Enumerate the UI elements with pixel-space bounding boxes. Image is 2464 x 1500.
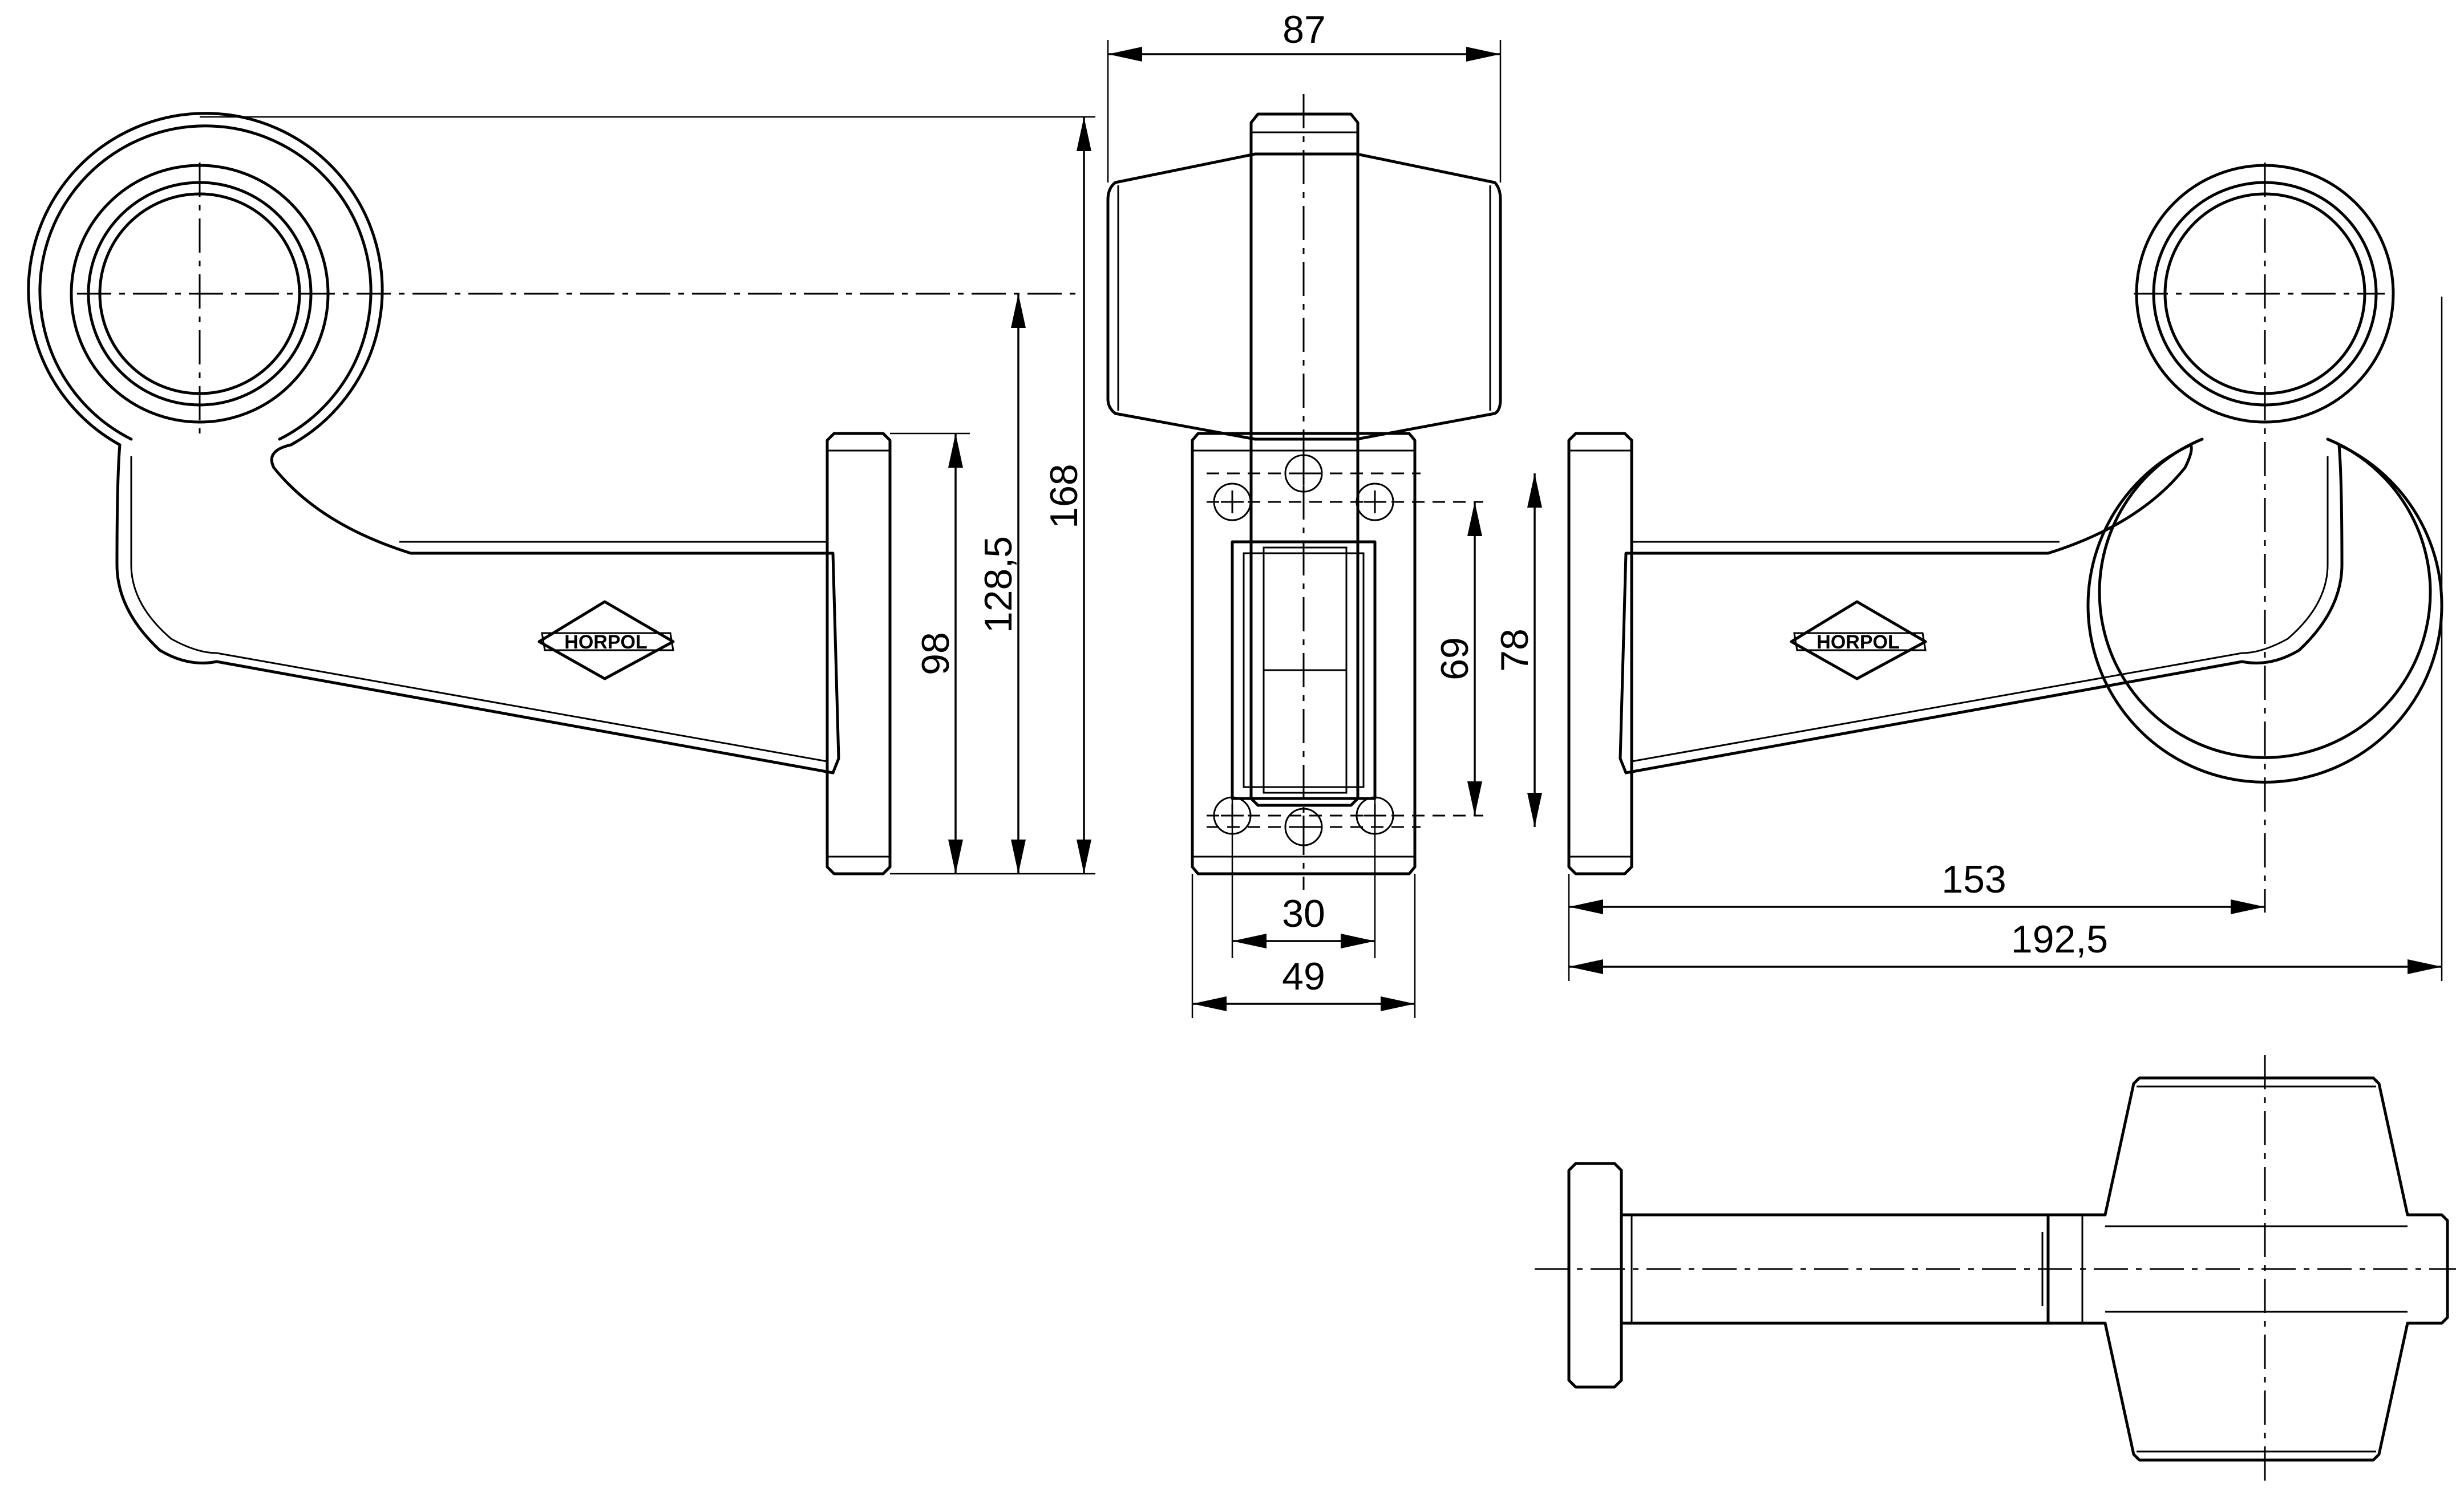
right-arm-inner: [1631, 456, 2329, 763]
right-side-view: HORPOL: [1567, 163, 2443, 913]
dim-hole-spacing-outer: 78: [1493, 473, 1542, 827]
right-base-plate: [1567, 432, 1633, 875]
right-arm-outline: [1619, 443, 2344, 775]
dim-reach-total-label: 192,5: [2011, 918, 2108, 961]
dim-base-height: 98: [890, 432, 970, 874]
center-base-plate: [1191, 432, 1417, 875]
bottom-base-plate: [1567, 1162, 1623, 1389]
dim-reach-center: 153: [1568, 858, 2265, 981]
dim-reach-center-label: 153: [1941, 858, 2006, 901]
center-vertical-bar: [1249, 112, 1360, 807]
dim-width-top: 87: [1107, 8, 1502, 183]
dim-base-inner-width: 30: [1231, 798, 1376, 958]
dim-hole-spacing-outer-label: 78: [1493, 629, 1536, 672]
dim-width-top-label: 87: [1282, 8, 1326, 51]
left-lamp-ring: [27, 112, 384, 447]
dim-hole-spacing-inner-label: 69: [1433, 637, 1476, 680]
dim-base-width-label: 49: [1282, 955, 1325, 998]
center-lens-housing: [1106, 152, 1502, 441]
dim-height-total-label: 168: [1042, 464, 1086, 528]
left-logo-text: HORPOL: [564, 631, 647, 653]
bottom-top-view: [1535, 1055, 2456, 1483]
dim-base-inner-width-label: 30: [1282, 892, 1325, 935]
dim-height-total: 168: [1042, 117, 1091, 874]
dim-height-center-label: 128,5: [977, 536, 1020, 633]
dim-base-height-label: 98: [914, 632, 957, 675]
center-front-view: [1106, 94, 1502, 890]
dim-base-width: 49: [1191, 874, 1416, 1018]
left-side-view: HORPOL: [27, 112, 1084, 875]
dim-reach-total: 192,5: [1569, 297, 2443, 981]
left-arm-inner: [130, 456, 828, 763]
left-horpol-logo: HORPOL: [537, 600, 675, 680]
left-base-plate: [826, 432, 892, 875]
dim-hole-spacing-inner: 69: [1433, 502, 1482, 816]
right-horpol-logo: HORPOL: [1790, 600, 1927, 680]
bottom-lamp-body: [2046, 1076, 2449, 1462]
dim-height-center: 128,5: [977, 294, 1026, 874]
right-logo-text: HORPOL: [1816, 631, 1899, 653]
left-arm-outline: [115, 443, 840, 775]
